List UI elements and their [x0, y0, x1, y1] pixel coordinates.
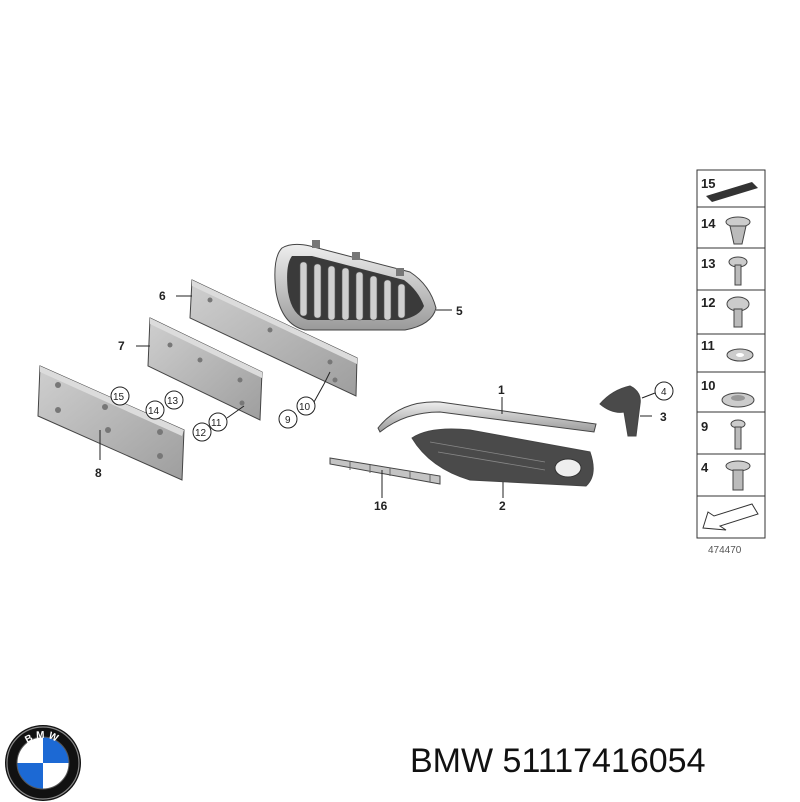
legend-label-14: 14 — [701, 216, 716, 231]
legend-label-12: 12 — [701, 295, 715, 310]
part-6-bracket — [189, 279, 358, 397]
label-1: 1 — [498, 383, 505, 397]
brand-name: BMW — [410, 742, 494, 780]
label-14: 14 — [148, 406, 160, 417]
part-16-strip — [329, 457, 441, 485]
svg-text:BMW: BMW — [23, 730, 62, 746]
legend-label-9: 9 — [701, 419, 708, 434]
part-5-kidney-grille — [274, 240, 437, 331]
part-3-side-bracket — [599, 385, 641, 437]
circled-labels: 15 14 13 12 11 9 10 — [110, 386, 316, 442]
label-12: 12 — [195, 428, 207, 439]
label-10: 10 — [299, 402, 311, 413]
label-6: 6 — [159, 289, 166, 303]
fastener-legend: 15 14 13 12 11 10 9 4 — [696, 169, 766, 539]
legend-label-11: 11 — [701, 338, 715, 353]
legend-label-10: 10 — [701, 378, 715, 393]
part-2-lower-grille — [411, 428, 594, 487]
part-caption: BMW 51117416054 — [410, 738, 795, 784]
label-4: 4 — [661, 387, 667, 398]
label-7: 7 — [118, 339, 125, 353]
part-8-plate-bracket — [37, 365, 185, 481]
logo-text: BMW — [23, 730, 59, 746]
part-1-trim-strip — [377, 401, 597, 433]
label-4-circle — [654, 381, 674, 401]
legend-label-13: 13 — [701, 256, 715, 271]
bmw-logo: BMW — [5, 725, 81, 801]
label-15: 15 — [113, 392, 125, 403]
label-16: 16 — [374, 499, 388, 513]
label-8: 8 — [95, 466, 102, 480]
part-7-bracket — [147, 317, 263, 421]
label-9: 9 — [285, 415, 291, 426]
legend-label-4: 4 — [701, 460, 709, 475]
diagram-number: 474470 — [708, 545, 742, 556]
legend-label-15: 15 — [701, 176, 715, 191]
label-13: 13 — [167, 396, 179, 407]
label-3: 3 — [660, 410, 667, 424]
label-5: 5 — [456, 304, 463, 318]
label-2: 2 — [499, 499, 506, 513]
part-number: 51117416054 — [502, 742, 706, 780]
label-11: 11 — [211, 418, 222, 429]
